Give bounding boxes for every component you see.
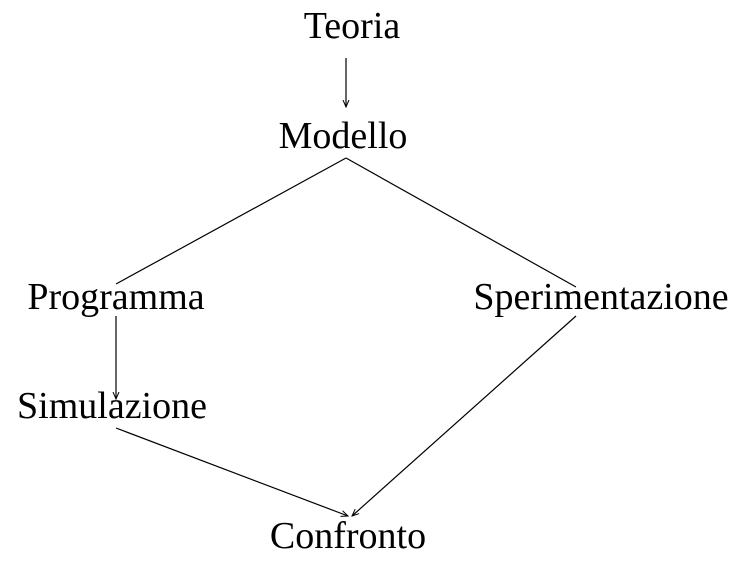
node-teoria: Teoria	[303, 5, 401, 47]
node-confronto: Confronto	[269, 515, 427, 557]
edge-modello-programma	[115, 157, 347, 285]
edge-modello-sperimentazione	[345, 157, 577, 288]
node-modello: Modello	[278, 115, 408, 157]
node-sperimentazione: Sperimentazione	[473, 276, 729, 318]
edge-sperimentazione-confronto	[352, 315, 577, 516]
node-programma: Programma	[27, 276, 205, 318]
edge-simulazione-confronto	[115, 427, 348, 516]
node-simulazione: Simulazione	[17, 385, 207, 427]
